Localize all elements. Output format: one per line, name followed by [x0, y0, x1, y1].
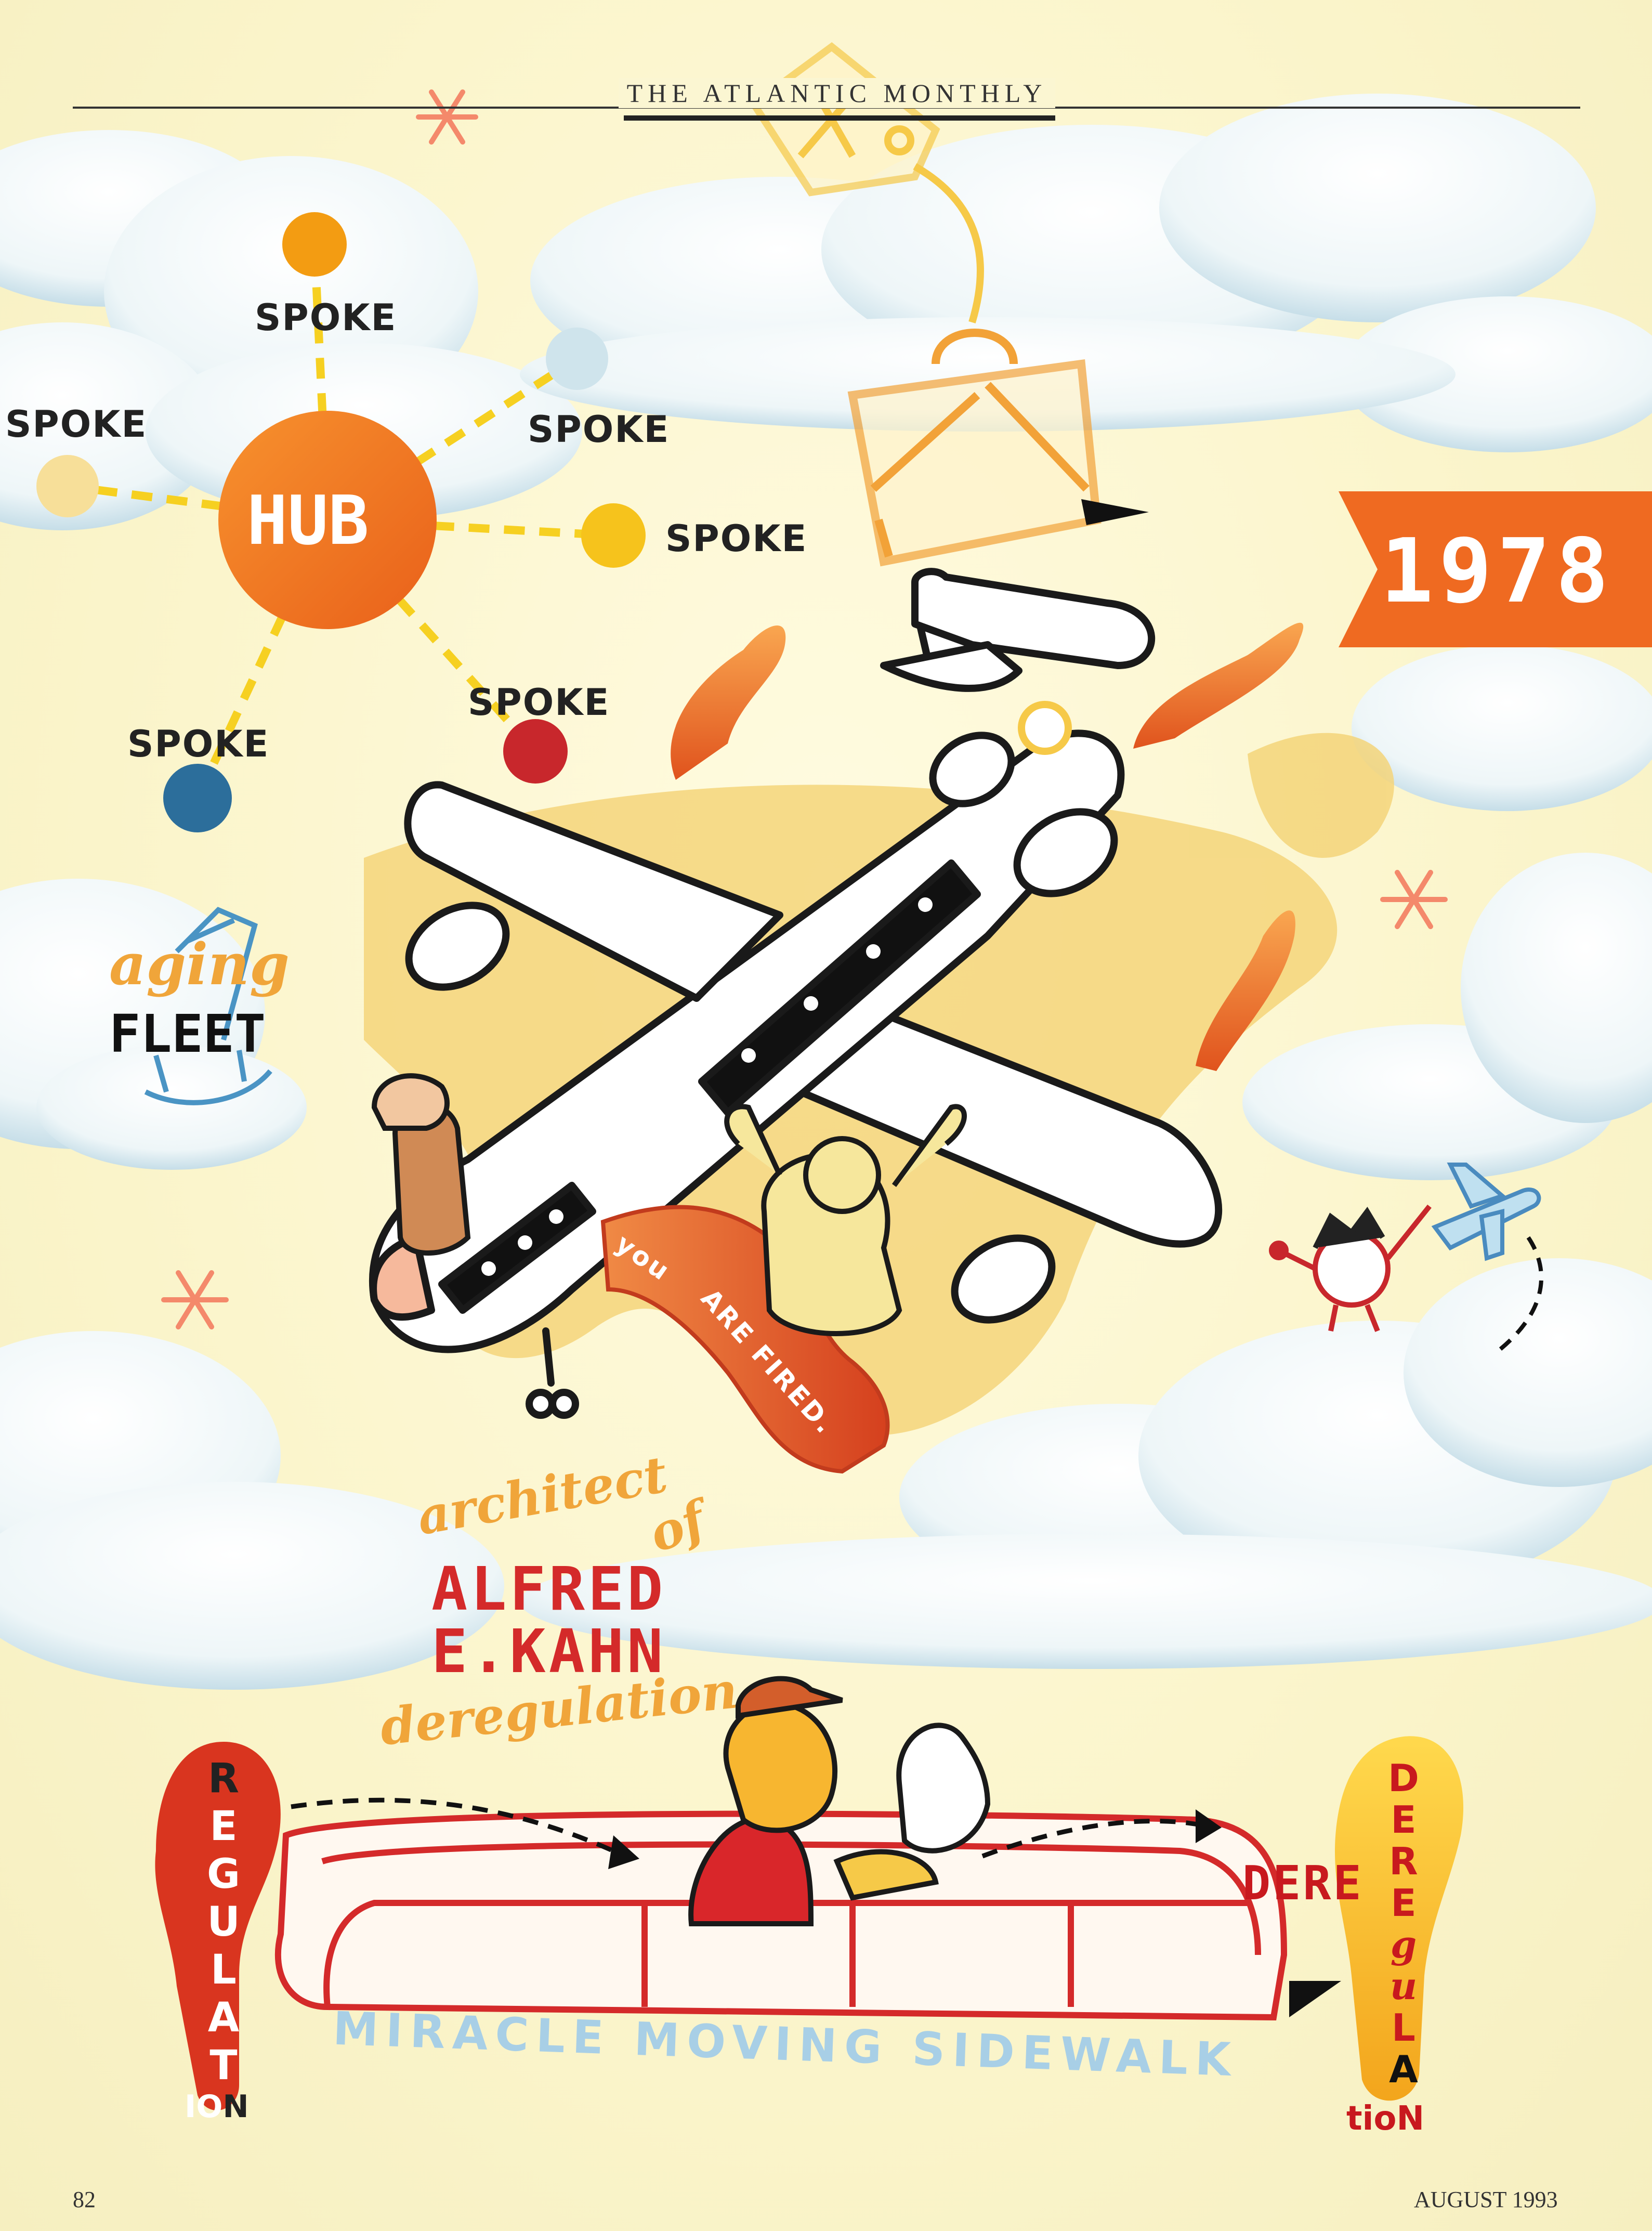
round-man-figure	[1269, 1204, 1432, 1332]
deregulation-word: D E R E g u L A	[1372, 1757, 1435, 2090]
fired-man-figure	[724, 1104, 967, 1336]
deregulation-letter: L	[1392, 2006, 1415, 2050]
regulation-letter: N	[222, 2089, 249, 2125]
deregulation-spoon	[1334, 1736, 1464, 2101]
regulation-word-end: ION	[185, 2089, 249, 2125]
regulation-letter: I	[185, 2089, 196, 2125]
sidewalk-tip	[1289, 1981, 1341, 2017]
spoke-label-right: SPOKE	[665, 517, 808, 560]
regulation-letter: L	[211, 1947, 237, 1993]
caption-name-first: ALFRED	[431, 1555, 666, 1624]
page-number: 82	[73, 2187, 96, 2212]
spoke-node-top	[282, 212, 347, 277]
deregulation-letter: E	[1391, 1881, 1417, 1925]
dere-prefix: DERE	[1242, 1856, 1363, 1911]
fired-banner	[600, 1205, 890, 1474]
regulation-spoon	[155, 1742, 281, 2110]
hub-label: HUB	[247, 481, 369, 560]
deregulation-letter: R	[1389, 1839, 1418, 1883]
regulation-letter: A	[207, 1994, 240, 2041]
deregulation-letter: A	[1389, 2047, 1418, 2091]
regulation-letter: U	[207, 1899, 240, 1946]
flight-path	[1496, 1236, 1543, 1354]
deregulation-letter: D	[1388, 1756, 1419, 1800]
star-marks	[161, 89, 1448, 1329]
spoke-label-left: SPOKE	[5, 403, 148, 446]
spoke-node-lower-right	[503, 719, 568, 784]
exhaust-plumes	[671, 622, 1304, 1071]
arrow-head-2	[1196, 1809, 1222, 1843]
spoke-node-right	[581, 503, 646, 568]
regulation-word: R E G U L A T	[190, 1755, 257, 2090]
regulation-letter: T	[209, 2042, 238, 2089]
regulation-letter: G	[206, 1851, 241, 1898]
suitcase-tip	[1081, 499, 1149, 525]
spoke-node-lower-left	[163, 764, 232, 832]
caption-name-last: E.KAHN	[431, 1617, 666, 1687]
rocking-chair-icon	[144, 907, 272, 1105]
fleet-label: FLEET	[109, 1003, 266, 1064]
small-plane-icon	[1431, 1163, 1541, 1261]
deregulation-letter: E	[1391, 1798, 1417, 1842]
arrow-head-1	[608, 1835, 639, 1869]
year-label: 1978	[1380, 520, 1614, 623]
hub-diagram	[36, 212, 646, 832]
regulation-letter: R	[207, 1755, 240, 1802]
pilot-figure	[371, 1073, 471, 1256]
spoke-label-upper-right: SPOKE	[528, 408, 670, 451]
spoke-node-upper-right	[546, 328, 608, 390]
airplane	[369, 568, 1223, 1419]
year-flag-shape	[1339, 491, 1652, 647]
spoke-node-left	[36, 455, 99, 517]
spoke-label-top: SPOKE	[255, 296, 397, 339]
hub-node	[218, 411, 437, 629]
rider-figures	[688, 1676, 991, 1926]
deregulation-word-end: tioN	[1346, 2099, 1424, 2138]
regulation-letter: O	[196, 2089, 223, 2125]
spoke-label-lower-right: SPOKE	[468, 681, 610, 724]
aging-label: aging	[109, 931, 290, 998]
deregulation-letter: g	[1390, 1922, 1417, 1966]
spoke-label-lower-left: SPOKE	[127, 723, 270, 765]
header-rule-bold	[624, 115, 1055, 121]
cloud-mid-left	[0, 879, 307, 1170]
cloud-lower	[0, 1258, 1652, 1690]
regulation-letter: E	[209, 1803, 238, 1850]
masthead-title: THE ATLANTIC MONTHLY	[619, 78, 1055, 108]
deregulation-letter: u	[1389, 1964, 1418, 2008]
progress-arrows	[291, 1797, 1201, 1859]
cloud-mid-right	[1242, 645, 1652, 1180]
issue-date: AUGUST 1993	[1414, 2187, 1558, 2212]
